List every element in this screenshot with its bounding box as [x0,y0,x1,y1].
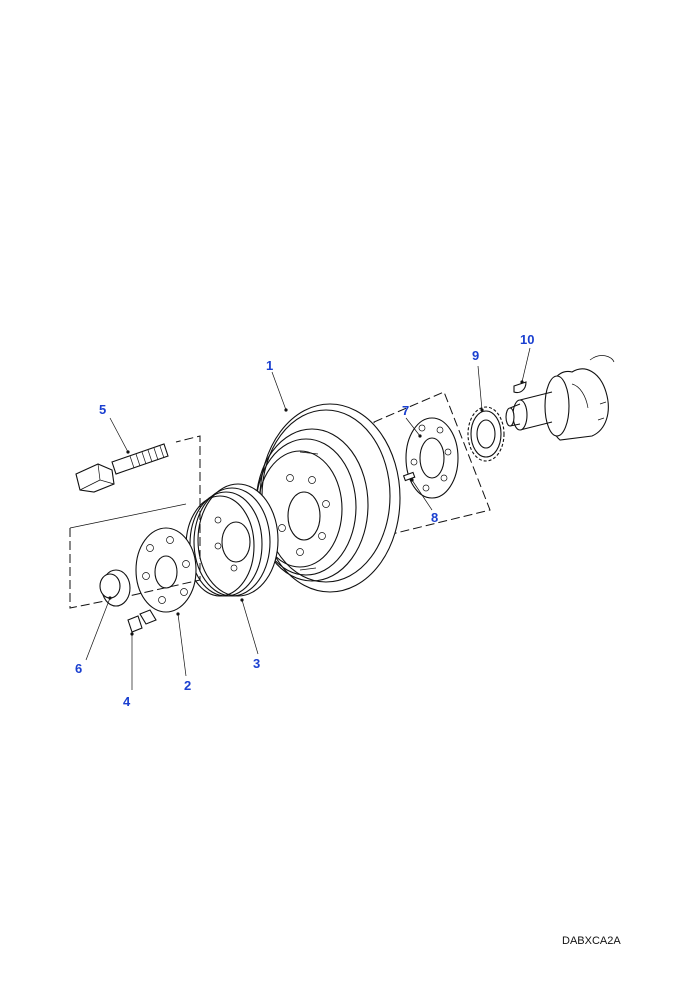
retaining-plate [135,527,197,613]
callout-2: 2 [184,678,191,693]
callout-4: 4 [123,694,131,709]
woodruff-key [513,381,527,394]
callout-3: 3 [253,656,260,671]
hub-group [373,391,491,535]
sprocket [467,406,505,462]
long-bolt [75,443,169,493]
dowel-pin [402,471,416,482]
callout-8: 8 [431,510,438,525]
small-bolt [127,609,157,633]
callout-6: 6 [75,661,82,676]
callout-1: 1 [266,358,273,373]
leader-lines [85,347,531,690]
callout-9: 9 [472,348,479,363]
crankshaft-nose [505,355,615,441]
callout-7: 7 [402,403,409,418]
reference-code: DABXCA2A [562,935,621,947]
callout-10: 10 [520,332,534,347]
damper-pulley [255,403,401,593]
callout-5: 5 [99,402,106,417]
